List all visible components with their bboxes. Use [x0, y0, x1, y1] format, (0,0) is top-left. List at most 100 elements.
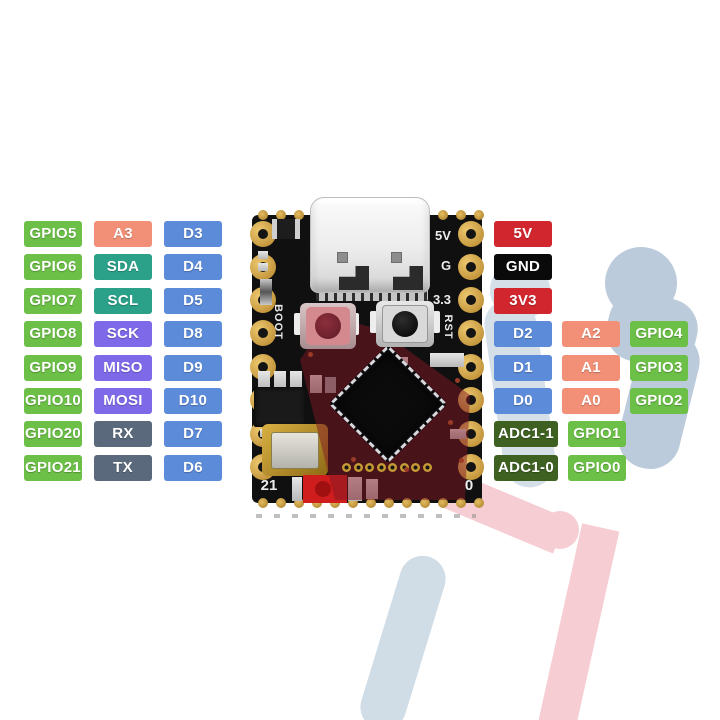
pin-badge-adc1-1: ADC1-1 [494, 421, 558, 448]
pink-ribbon-lower [536, 523, 620, 720]
pad-hole [466, 395, 476, 405]
pad-hole [466, 462, 476, 472]
pad-hole [466, 262, 476, 272]
usb-c-connector [310, 197, 430, 293]
pad-hole [466, 362, 476, 372]
rst-button[interactable] [376, 301, 434, 347]
pin-badge-gpio10: GPIO10 [24, 387, 82, 414]
pin-badge-miso: MISO [94, 354, 152, 381]
pin-badge-gnd: GND [494, 254, 552, 281]
pin-row: 3V3 [494, 287, 688, 314]
edge-castellation-bump [474, 498, 484, 508]
pin-badge-sck: SCK [94, 321, 152, 348]
pin-badge-d9: D9 [164, 354, 222, 381]
board-shadow-dashes [256, 514, 476, 518]
pin-badge-gpio7: GPIO7 [24, 287, 82, 314]
boot-button-actuator [315, 313, 341, 339]
pin-badge-adc1-0: ADC1-0 [494, 454, 558, 481]
pin-badge-a0: A0 [562, 387, 620, 414]
pin-badge-d8: D8 [164, 321, 222, 348]
edge-castellation-bump [402, 498, 412, 508]
silkscreen-boot-label: BOOT [272, 304, 284, 340]
silkscreen-33-label: 3.3 [432, 292, 452, 307]
pin-badge-d4: D4 [164, 254, 222, 281]
pin-badge-gpio6: GPIO6 [24, 254, 82, 281]
rst-button-tab [370, 311, 377, 333]
silkscreen-g-label: G [440, 258, 452, 273]
boot-button[interactable] [300, 303, 356, 349]
usb-shell-clip [339, 266, 369, 290]
pin-badge-d0: D0 [494, 387, 552, 414]
boot-button-tab [294, 313, 301, 335]
via [411, 463, 420, 472]
edge-castellation-bump [348, 498, 358, 508]
crystal-oscillator [262, 424, 328, 476]
pin-badge-mosi: MOSI [94, 387, 152, 414]
pad-hole [258, 328, 268, 338]
regulator-leg [274, 371, 286, 389]
edge-castellation-bump [294, 210, 304, 220]
pin-badge-d10: D10 [164, 387, 222, 414]
usb-contact [391, 252, 402, 263]
via [365, 463, 374, 472]
pin-badge-gpio5: GPIO5 [24, 221, 82, 247]
pin-badge-gpio8: GPIO8 [24, 321, 82, 348]
blue-stripe-silhouette [354, 550, 452, 720]
pin-row: GPIO10 MOSI D10 [24, 387, 222, 414]
led-die [315, 481, 331, 497]
via [342, 463, 351, 472]
test-point [459, 458, 464, 463]
pin-badge-gpio2: GPIO2 [630, 387, 688, 414]
silkscreen-5v-label: 5V [435, 228, 451, 243]
silkscreen-pin0-label: 0 [464, 477, 474, 494]
silkscreen-pin21-label: 21 [260, 477, 278, 494]
voltage-regulator [254, 387, 306, 427]
pad-hole [258, 229, 268, 239]
pin-row: 5V [494, 221, 688, 247]
pin-badge-d7: D7 [164, 421, 222, 448]
smd-component [260, 279, 272, 305]
edge-castellation-bump [474, 210, 484, 220]
pin-row: GPIO8 SCK D8 [24, 321, 222, 348]
silkscreen-rst-label: RST [442, 314, 454, 340]
pin-badge-d6: D6 [164, 454, 222, 481]
led-pad [292, 477, 302, 501]
edge-castellation-bump [294, 498, 304, 508]
test-point [455, 378, 460, 383]
crystal-lid [271, 432, 319, 469]
dev-board: BOOT RST 5V G 3.3 21 0 [250, 197, 484, 508]
edge-castellation-bump [312, 498, 322, 508]
smd-component [430, 353, 464, 367]
pin-row: ADC1-1 GPIO1 [494, 421, 688, 448]
pin-badge-5v: 5V [494, 221, 552, 247]
pin-row: GND [494, 254, 688, 281]
via [388, 463, 397, 472]
regulator-leg [258, 371, 270, 389]
rst-button-actuator [392, 311, 418, 337]
pin-badge-gpio9: GPIO9 [24, 354, 82, 381]
pin-row: D0 A0 GPIO2 [494, 387, 688, 414]
edge-castellation-bump [438, 210, 448, 220]
pin-badge-d1: D1 [494, 354, 552, 381]
edge-castellation-bump [258, 498, 268, 508]
smd-component [272, 219, 300, 239]
pin-badge-gpio1: GPIO1 [567, 421, 626, 448]
pin-badge-a1: A1 [562, 354, 620, 381]
pin-badge-3v3: 3V3 [494, 287, 552, 314]
pin-row: GPIO9 MISO D9 [24, 354, 222, 381]
pin-badge-d3: D3 [164, 221, 222, 247]
pad-hole [258, 362, 268, 372]
usb-shell-clip [393, 266, 423, 290]
test-point [308, 352, 313, 357]
